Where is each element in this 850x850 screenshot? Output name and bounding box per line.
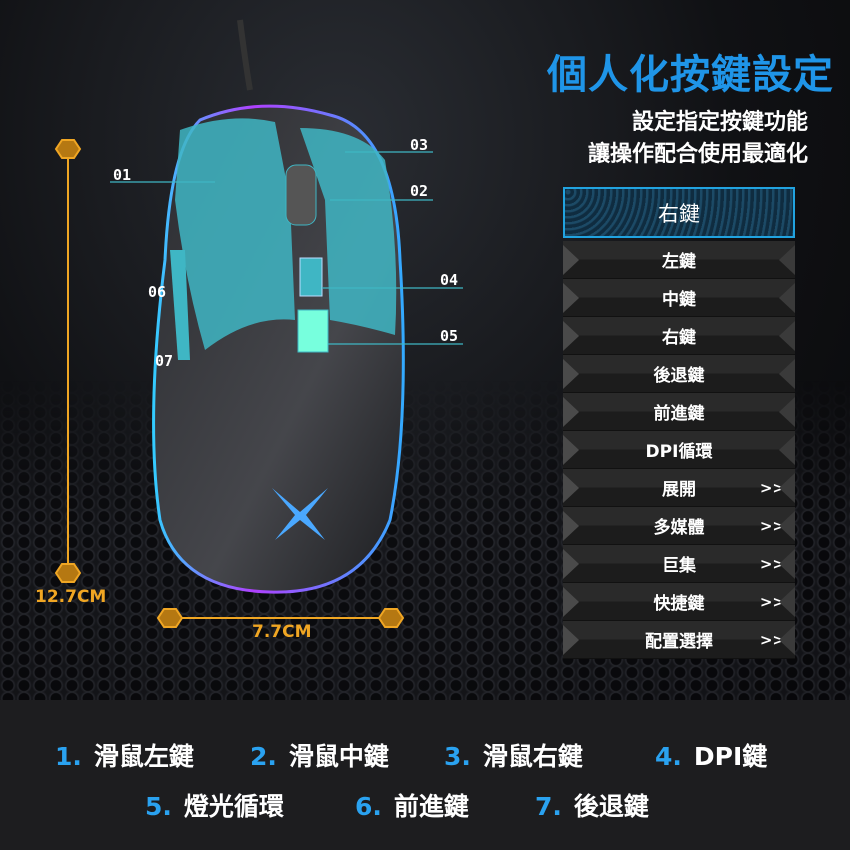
- menu-item-label: DPI循環: [645, 442, 713, 462]
- legend-item-7: 7. 後退鍵: [535, 787, 649, 823]
- legend-number: 6.: [355, 792, 382, 821]
- menu-item[interactable]: 後退鍵: [563, 355, 795, 393]
- legend-item-2: 2. 滑鼠中鍵: [250, 737, 389, 773]
- menu-item-label: 配置選擇: [645, 632, 713, 652]
- menu-item-label: 巨集: [662, 556, 696, 576]
- left-button: [175, 118, 295, 350]
- legend-text: 後退鍵: [573, 792, 649, 821]
- legend-number: 4.: [655, 742, 682, 771]
- legend-text: 滑鼠左鍵: [93, 742, 194, 771]
- legend-number: 1.: [55, 742, 82, 771]
- menu-item[interactable]: 配置選擇 >>: [563, 621, 795, 659]
- submenu-arrow-icon: >>: [759, 592, 785, 611]
- legend-text: 滑鼠中鍵: [288, 742, 389, 771]
- menu-item[interactable]: 右鍵: [563, 317, 795, 355]
- legend-number: 5.: [145, 792, 172, 821]
- legend-number: 3.: [444, 742, 471, 771]
- submenu-arrow-icon: >>: [759, 516, 785, 535]
- callout-03: 03: [410, 136, 429, 154]
- callout-04: 04: [440, 271, 459, 289]
- menu-item[interactable]: DPI循環: [563, 431, 795, 469]
- menu-item-label: 左鍵: [662, 252, 696, 272]
- legend-text: 滑鼠右鍵: [482, 742, 583, 771]
- menu-item[interactable]: 巨集 >>: [563, 545, 795, 583]
- menu-item[interactable]: 多媒體 >>: [563, 507, 795, 545]
- x-logo: [272, 488, 328, 540]
- legend-item-6: 6. 前進鍵: [355, 787, 469, 823]
- menu-item[interactable]: 展開 >>: [563, 469, 795, 507]
- callout-05: 05: [440, 327, 459, 345]
- menu-item-label: 後退鍵: [653, 366, 705, 386]
- callout-06: 06: [148, 283, 167, 301]
- menu-item-label: 右鍵: [662, 328, 696, 348]
- menu-item-label: 快捷鍵: [653, 594, 705, 614]
- legend-item-1: 1. 滑鼠左鍵: [55, 737, 194, 773]
- legend-text: 燈光循環: [183, 792, 284, 821]
- legend-text: DPI鍵: [693, 742, 768, 771]
- page-title: 個人化按鍵設定: [547, 52, 834, 98]
- length-dimension: 12.7CM: [35, 587, 107, 607]
- callout-07: 07: [155, 352, 174, 370]
- menu-item-label: 展開: [662, 480, 696, 500]
- callout-01: 01: [113, 166, 132, 184]
- dpi-button: [299, 257, 323, 297]
- subtitle-line-2: 讓操作配合使用最適化: [587, 142, 808, 167]
- menu-item-label: 多媒體: [653, 518, 705, 538]
- submenu-arrow-icon: >>: [759, 630, 785, 649]
- menu-item-label: 中鍵: [662, 290, 696, 310]
- right-button: [300, 128, 397, 335]
- legend-item-3: 3. 滑鼠右鍵: [444, 737, 583, 773]
- subtitle-line-1: 設定指定按鍵功能: [631, 110, 808, 135]
- menu-selected-item[interactable]: 右鍵: [563, 187, 795, 238]
- submenu-arrow-icon: >>: [759, 478, 785, 497]
- legend-item-4: 4. DPI鍵: [655, 737, 767, 773]
- mouse-illustration: [54, 19, 463, 628]
- side-buttons: [170, 250, 190, 360]
- menu-item-label: 前進鍵: [653, 404, 705, 424]
- menu-item[interactable]: 前進鍵: [563, 393, 795, 431]
- menu-item[interactable]: 中鍵: [563, 279, 795, 317]
- legend-panel: 1. 滑鼠左鍵 2. 滑鼠中鍵 3. 滑鼠右鍵 4. DPI鍵 5. 燈光循環 6. 前進鍵…: [0, 700, 850, 850]
- legend-text: 前進鍵: [393, 792, 469, 821]
- submenu-arrow-icon: >>: [759, 554, 785, 573]
- menu-item[interactable]: 快捷鍵 >>: [563, 583, 795, 621]
- light-button: [297, 309, 329, 353]
- legend-item-5: 5. 燈光循環: [145, 787, 284, 823]
- legend-number: 2.: [250, 742, 277, 771]
- callout-02: 02: [410, 182, 429, 200]
- width-dimension: 7.7CM: [252, 622, 312, 642]
- legend-number: 7.: [535, 792, 562, 821]
- menu-item[interactable]: 左鍵: [563, 241, 795, 279]
- scroll-wheel: [285, 164, 317, 226]
